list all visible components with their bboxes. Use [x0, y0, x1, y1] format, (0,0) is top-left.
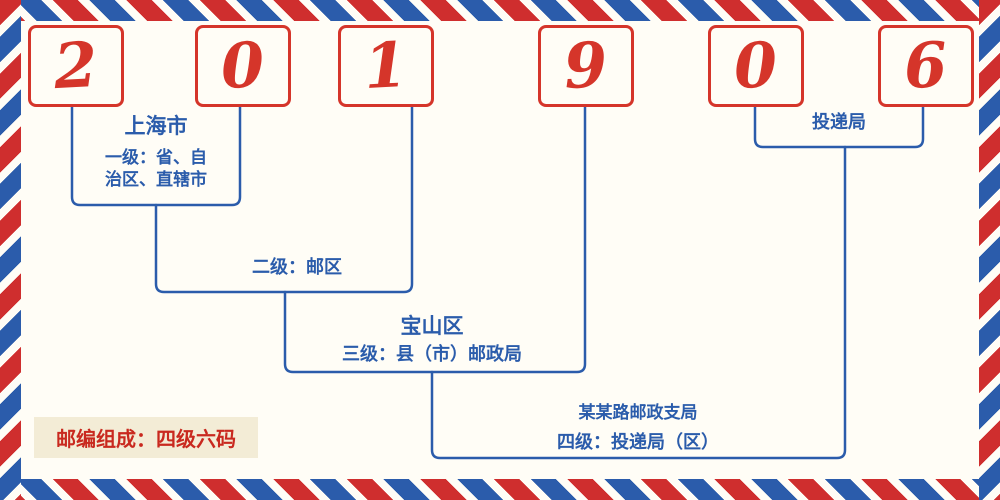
composition-badge: 邮编组成：四级六码: [34, 417, 258, 458]
level4-desc: 四级：投递局（区）: [557, 432, 719, 453]
level3-name: 宝山区: [400, 314, 464, 338]
postal-digit-6: 6: [902, 27, 950, 104]
digit-box-4: 9: [538, 25, 634, 107]
digit-box-5: 0: [708, 25, 804, 107]
airmail-border-right: [979, 0, 1000, 500]
airmail-border-left: [0, 0, 21, 500]
airmail-border-top: [0, 0, 1000, 21]
digit-box-2: 0: [195, 25, 291, 107]
digit-box-1: 2: [28, 25, 124, 107]
airmail-border-bottom: [0, 479, 1000, 500]
level2-desc: 二级：邮区: [252, 257, 342, 278]
postal-digit-5: 0: [732, 27, 780, 104]
postal-digit-2: 0: [219, 27, 267, 104]
level4-name: 投递局: [812, 112, 866, 133]
composition-badge-text: 邮编组成：四级六码: [56, 427, 236, 451]
level3-desc: 三级：县（市）邮政局: [342, 344, 522, 365]
level1-name: 上海市: [124, 114, 188, 138]
digit-box-3: 1: [338, 25, 434, 107]
postal-digit-4: 9: [562, 27, 610, 104]
level4-branch: 某某路邮政支局: [578, 403, 698, 423]
level1-desc-line2: 治区、直辖市: [105, 170, 207, 190]
postal-digit-1: 2: [52, 27, 100, 104]
postal-digit-3: 1: [362, 27, 410, 104]
digit-box-6: 6: [878, 25, 974, 107]
